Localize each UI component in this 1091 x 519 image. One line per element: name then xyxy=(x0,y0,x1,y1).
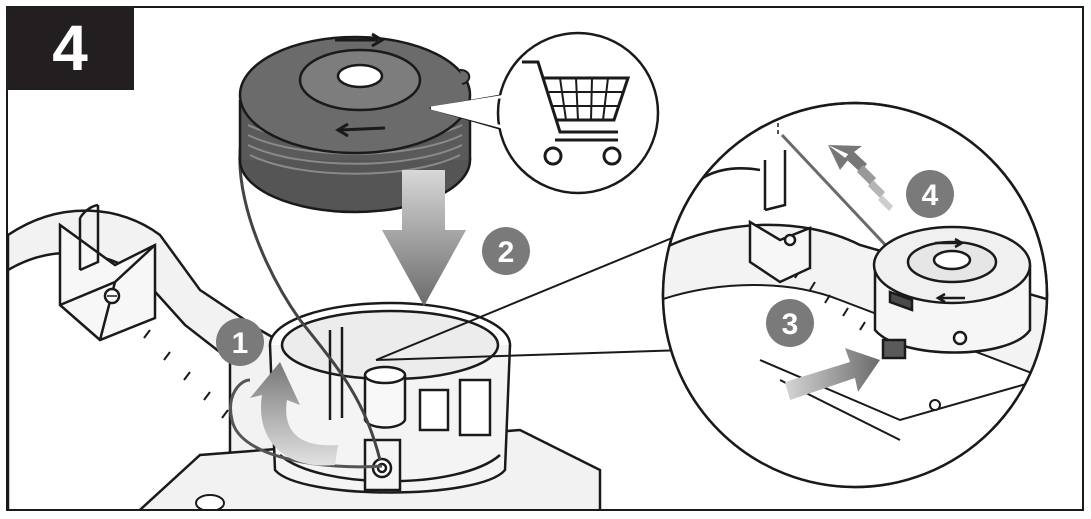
line-eyelet xyxy=(363,438,402,492)
step-number-badge: 4 xyxy=(6,6,134,90)
callout-label-1: 1 xyxy=(232,327,249,360)
step-number: 4 xyxy=(52,12,88,84)
push-latch-arrow xyxy=(785,348,880,400)
detail-zoom-lines xyxy=(375,237,686,361)
insert-spool-arrow xyxy=(382,170,466,306)
callout-label-4: 4 xyxy=(922,179,939,212)
callout-badge-1: 1 xyxy=(216,318,264,366)
lift-direction-arrow xyxy=(828,145,893,211)
shopping-cart-icon xyxy=(522,60,631,166)
line-cutter-bracket xyxy=(58,203,157,342)
callout-label-3: 3 xyxy=(782,308,799,341)
thread-line-arrow xyxy=(250,362,338,466)
trimmer-line-loop xyxy=(229,378,383,469)
seated-spool xyxy=(872,225,1032,360)
callout-badge-2: 2 xyxy=(482,227,530,275)
callout-badge-3: 3 xyxy=(766,299,814,347)
callout-label-2: 2 xyxy=(498,236,515,269)
housing-screw xyxy=(195,494,225,509)
callout-badge-4: 4 xyxy=(906,170,954,218)
housing-teeth xyxy=(143,329,229,419)
spool-shaft xyxy=(363,365,407,429)
